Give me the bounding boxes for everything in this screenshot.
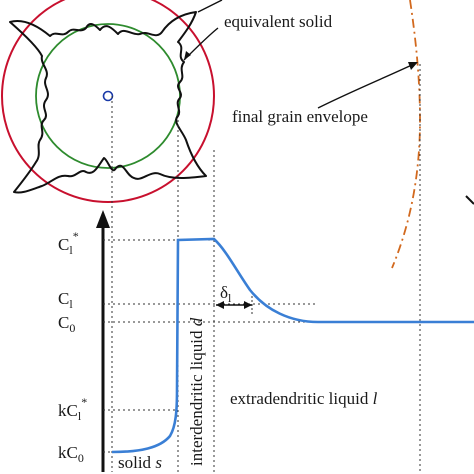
final-grain-envelope-arc [391,0,421,269]
extradendritic-liquid-label: extradendritic liquid l [230,389,378,408]
final-grain-envelope-label: final grain envelope [232,107,368,126]
delta-arrow-right [244,301,252,309]
axis-label-kc0: kC0 [58,443,84,465]
leader-final-grain-envelope [317,63,415,109]
grain-envelope-circle [1,0,215,203]
leader-equivalent-solid-arrowhead [184,51,191,60]
grain-center-marker [102,90,114,102]
leader-top [197,0,223,13]
dendrite-outline [9,11,207,194]
axis-label-cl-star: Cl* [58,229,79,257]
grain-schematic [1,0,215,203]
axis-label-cl: Cl [58,289,73,311]
solid-label: solid s [118,453,162,472]
concentration-axis-arrowhead [96,210,110,228]
leader-final-envelope-arrowhead [408,62,418,70]
axis-label-kcl-star: kCl* [58,395,87,423]
interdendritic-liquid-label: interdendritic liquid d [187,317,206,466]
right-frame-tick [465,195,474,205]
concentration-profile [111,237,474,454]
axis-label-c0: C0 [58,313,75,335]
reference-lines [103,239,420,453]
equivalent-solid-label: equivalent solid [224,12,333,31]
delta-label: δl [220,283,232,305]
delta-arrow-left [216,301,224,309]
